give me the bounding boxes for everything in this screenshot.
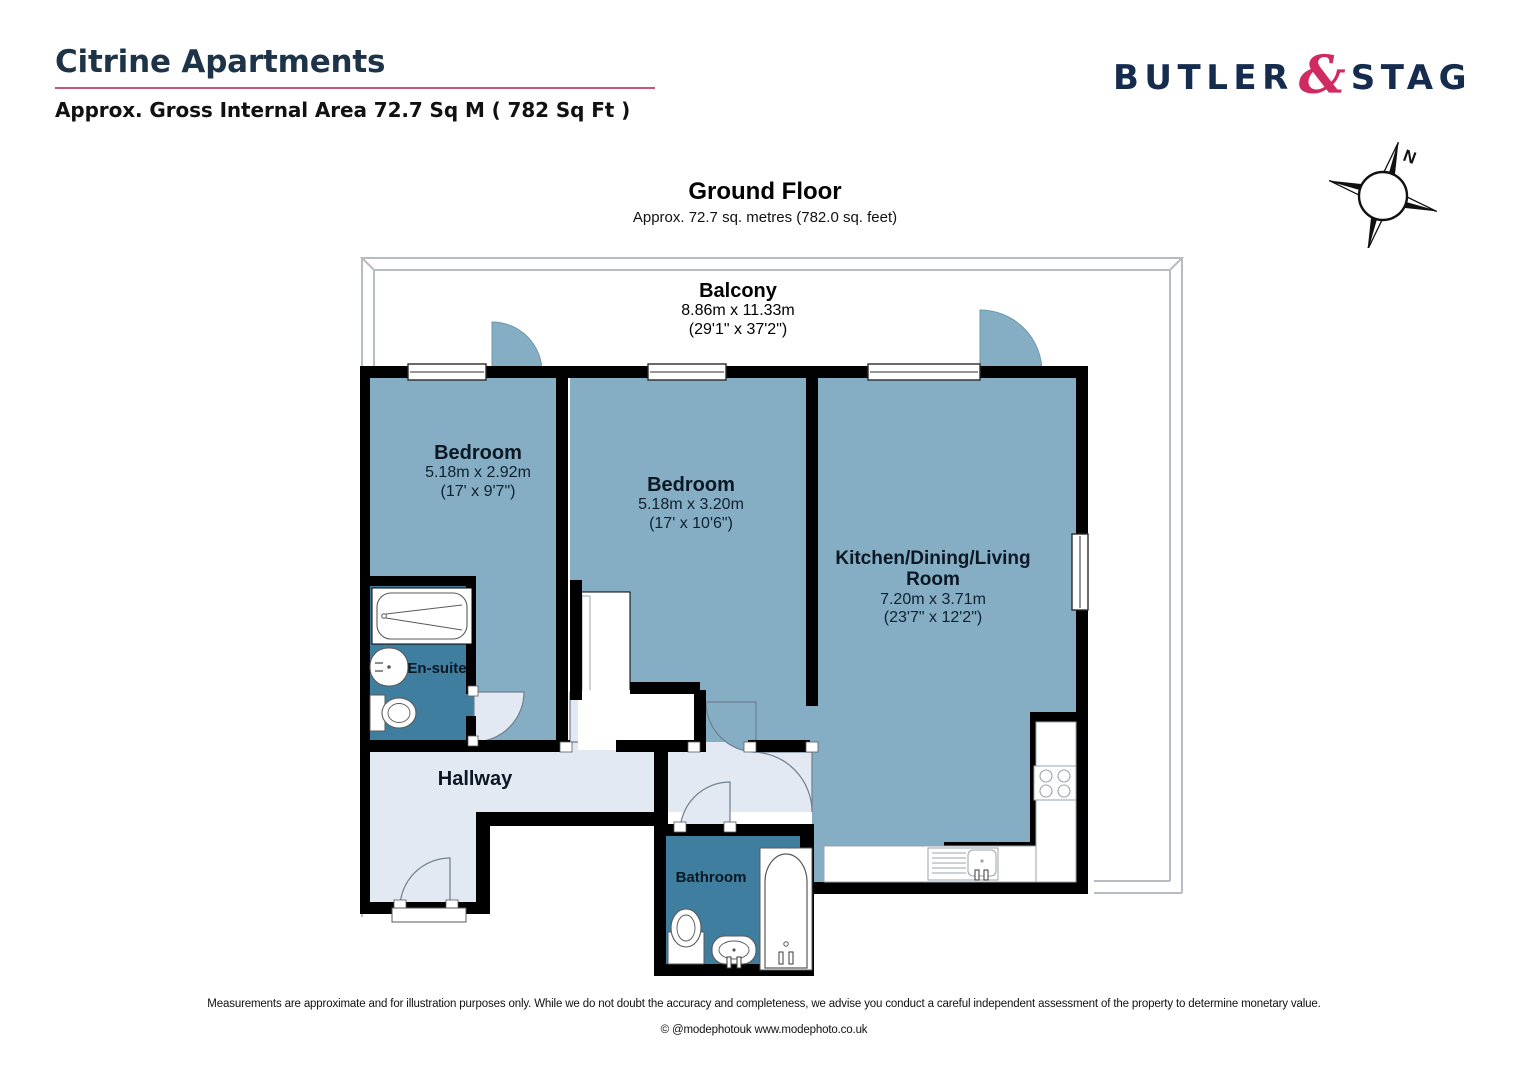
door-swing-balcony-right xyxy=(979,309,1043,373)
disclaimer-text: Measurements are approximate and for ill… xyxy=(207,998,1321,1010)
compass-rose-icon: N xyxy=(1328,141,1438,248)
gross-area-subtitle: Approx. Gross Internal Area 72.7 Sq M ( … xyxy=(55,97,631,122)
brand-logo: BUTLER & STAG xyxy=(1112,45,1472,106)
brand-word-butler: BUTLER xyxy=(1112,57,1294,98)
floor-title-block: Ground Floor Approx. 72.7 sq. metres (78… xyxy=(520,178,1010,226)
kitchen-living-fill xyxy=(812,372,1082,884)
windows xyxy=(407,363,1089,611)
ensuite-fixtures xyxy=(369,587,473,732)
bath-tub-ensuite xyxy=(376,592,468,640)
compass-north-label: N xyxy=(1401,146,1419,168)
title-divider xyxy=(55,86,655,89)
brand-ampersand-icon: & xyxy=(1298,45,1346,106)
bath-tub-bathroom xyxy=(764,853,808,969)
header: Citrine Apartments Approx. Gross Interna… xyxy=(55,44,675,122)
bathroom-fixtures xyxy=(667,847,813,971)
copyright-text: © @modephotouk www.modephoto.co.uk xyxy=(660,1024,868,1036)
page-title: Citrine Apartments xyxy=(55,44,386,80)
floor-subtitle: Approx. 72.7 sq. metres (782.0 sq. feet) xyxy=(632,209,898,226)
footer: Measurements are approximate and for ill… xyxy=(0,998,1528,1036)
kitchen-fixtures xyxy=(823,721,1077,883)
door-thresholds xyxy=(393,685,819,913)
brand-word-stag: STAG xyxy=(1350,57,1472,98)
floor-title: Ground Floor xyxy=(688,178,842,205)
door-swing-balcony-left xyxy=(491,321,543,373)
entrance-threshold xyxy=(391,907,467,923)
door-swing-kitchen xyxy=(751,751,813,813)
kitchen-hob xyxy=(1033,765,1077,801)
